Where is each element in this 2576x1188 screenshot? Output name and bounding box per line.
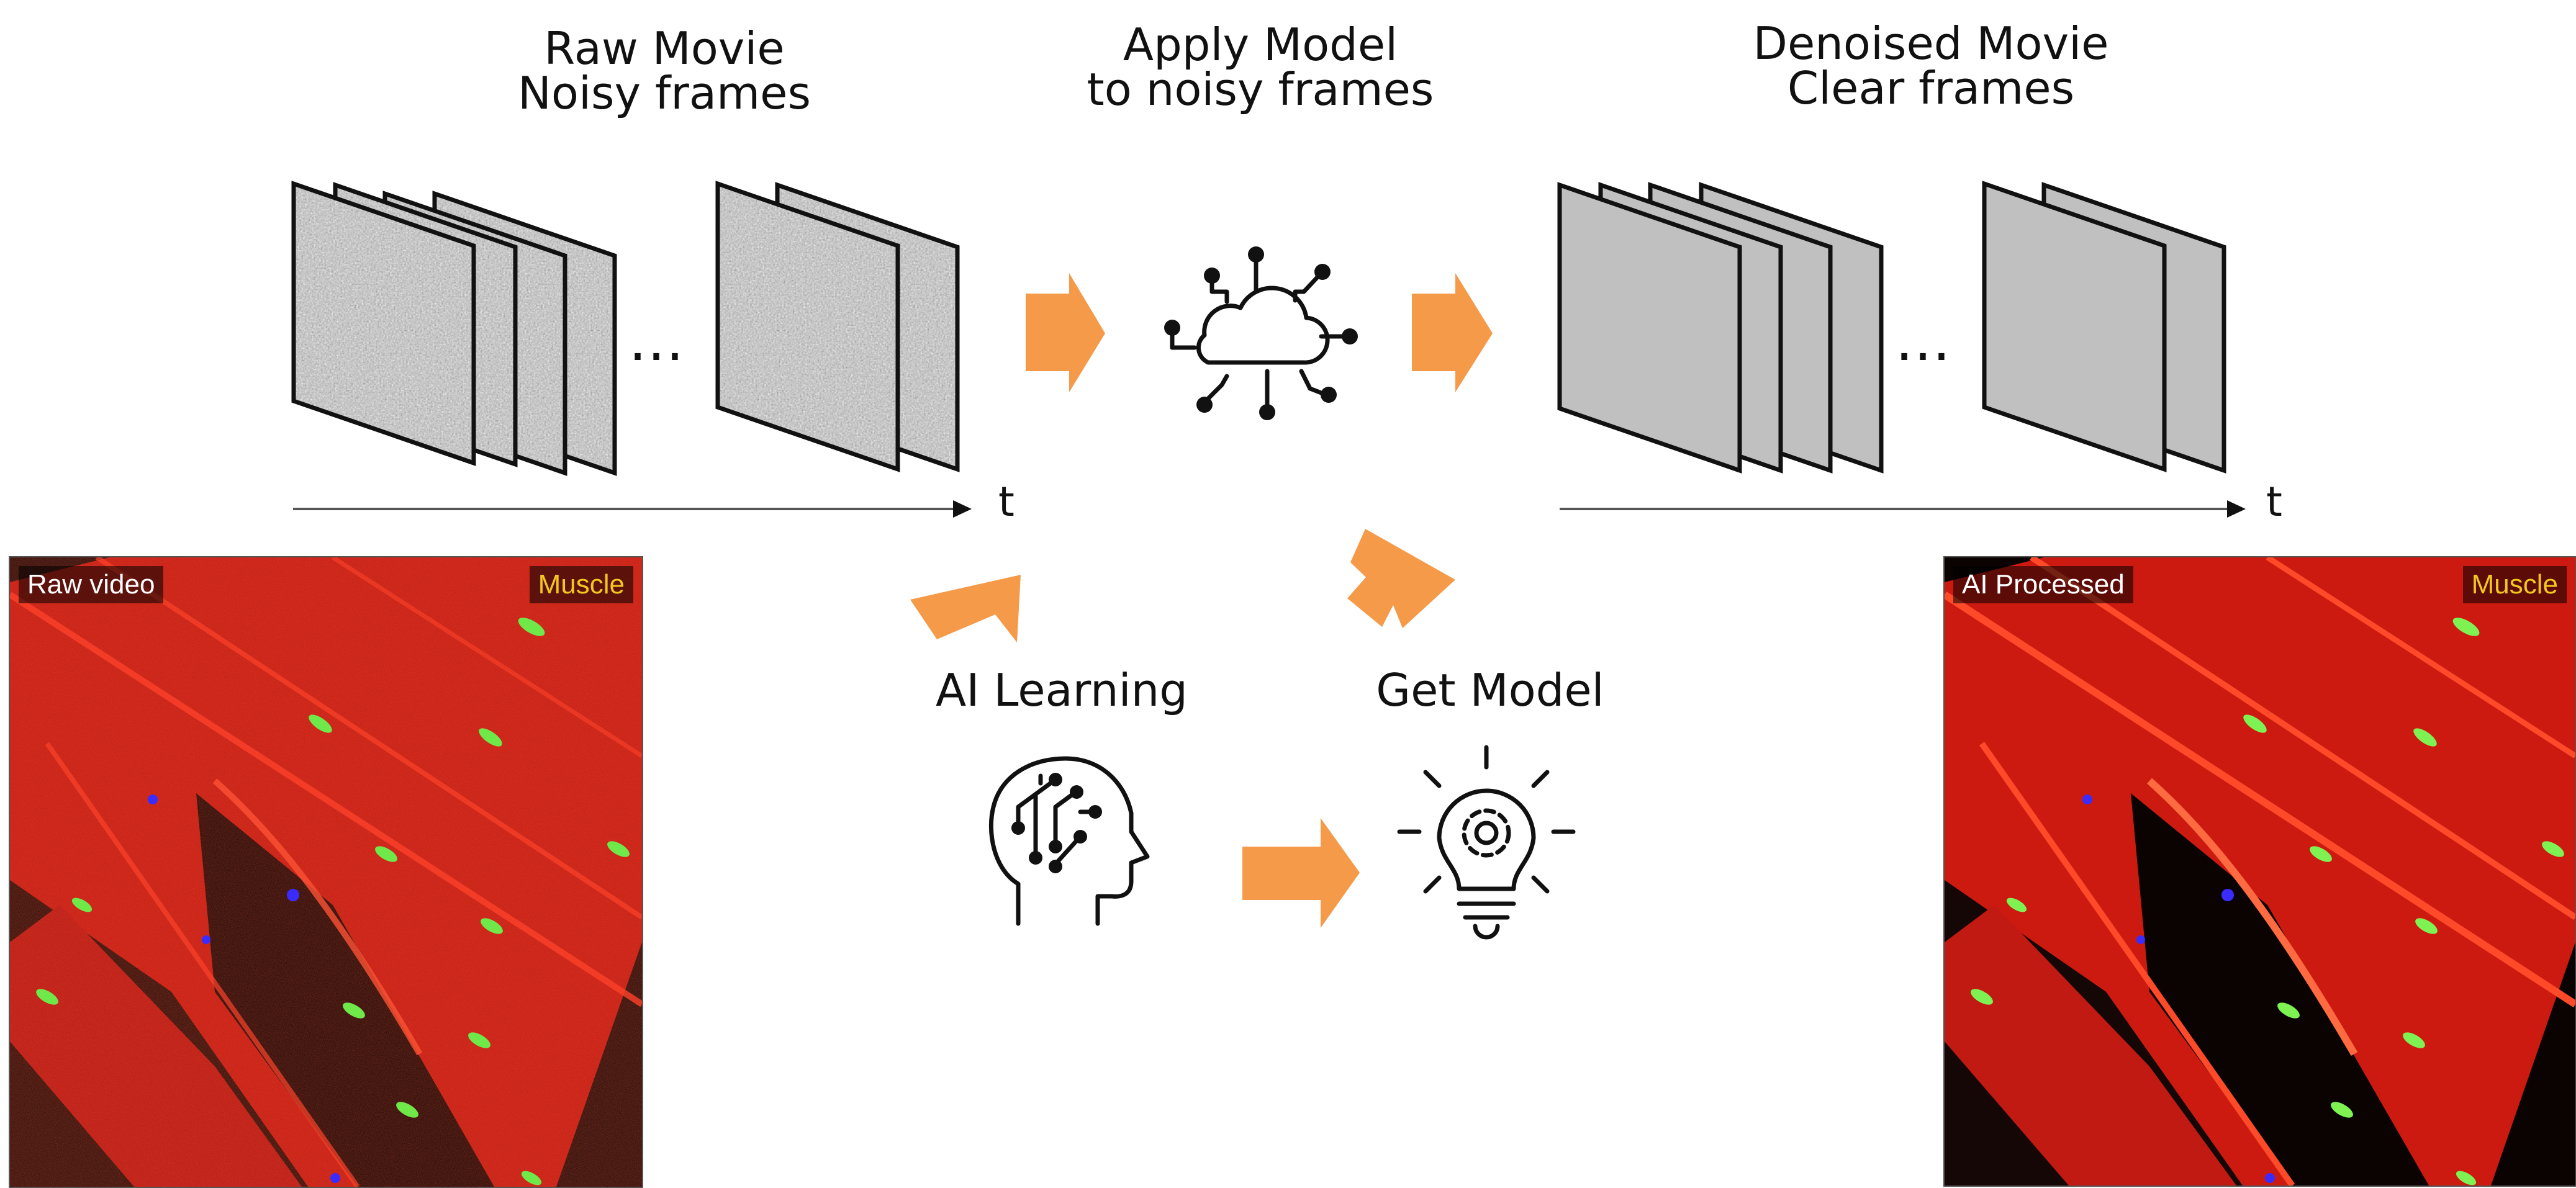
- noisy-frame-stack: [291, 181, 617, 476]
- ai-processed-tag: AI Processed: [1953, 566, 2133, 603]
- flow-arrow-to-denoised: [1412, 273, 1493, 392]
- get-model-label: Get Model: [1376, 664, 1604, 716]
- clean-frame: [1557, 182, 1742, 474]
- time-axis-right-label: t: [2266, 478, 2282, 526]
- raw-video-tag: Raw video: [19, 566, 164, 603]
- brain-head-icon: [988, 756, 1150, 926]
- flow-arrow-to-model: [1026, 273, 1105, 392]
- time-axis-left: [293, 500, 972, 518]
- cloud-network-icon: [1164, 246, 1358, 420]
- ai-processed-channel-tag: Muscle: [2462, 566, 2567, 603]
- lightbulb-gear-icon: [1397, 745, 1576, 940]
- noisy-frame: [291, 181, 476, 466]
- denoised-movie-title: Denoised Movie Clear frames: [1726, 21, 2136, 110]
- apply-model-title: Apply Model to noisy frames: [1068, 22, 1453, 112]
- apply-model-title-line1: Apply Model: [1123, 19, 1398, 71]
- clean-frame-stack: [1557, 182, 1884, 474]
- ai-processed-image: [1945, 557, 2575, 1186]
- raw-video-panel: Raw video Muscle: [9, 556, 643, 1188]
- time-axis-right: [1560, 500, 2246, 518]
- frames-ellipsis-left: …: [628, 308, 687, 374]
- apply-model-title-line2: to noisy frames: [1087, 63, 1434, 115]
- time-axis-left-label: t: [998, 478, 1015, 526]
- raw-movie-title-line2: Noisy frames: [518, 67, 811, 119]
- flow-arrow-to-get-model: [1242, 818, 1360, 928]
- ai-learning-label: AI Learning: [936, 664, 1188, 716]
- denoised-movie-title-line1: Denoised Movie: [1753, 17, 2109, 70]
- noisy-frame: [715, 181, 900, 472]
- frames-ellipsis-right: …: [1895, 308, 1953, 374]
- raw-video-image: [10, 557, 642, 1187]
- denoised-movie-title-line2: Clear frames: [1787, 62, 2075, 114]
- clean-frame: [1982, 181, 2167, 472]
- flow-arrow-to-ai-learning: [910, 575, 1021, 642]
- ai-processed-panel: AI Processed Muscle: [1943, 556, 2576, 1187]
- raw-video-channel-tag: Muscle: [529, 566, 633, 603]
- flow-arrow-feedback: [1347, 529, 1455, 628]
- noisy-frame-stack-last: [715, 181, 960, 472]
- raw-movie-title-line1: Raw Movie: [544, 22, 785, 74]
- raw-movie-title: Raw Movie Noisy frames: [484, 26, 844, 115]
- clean-frame-stack-last: [1982, 181, 2226, 474]
